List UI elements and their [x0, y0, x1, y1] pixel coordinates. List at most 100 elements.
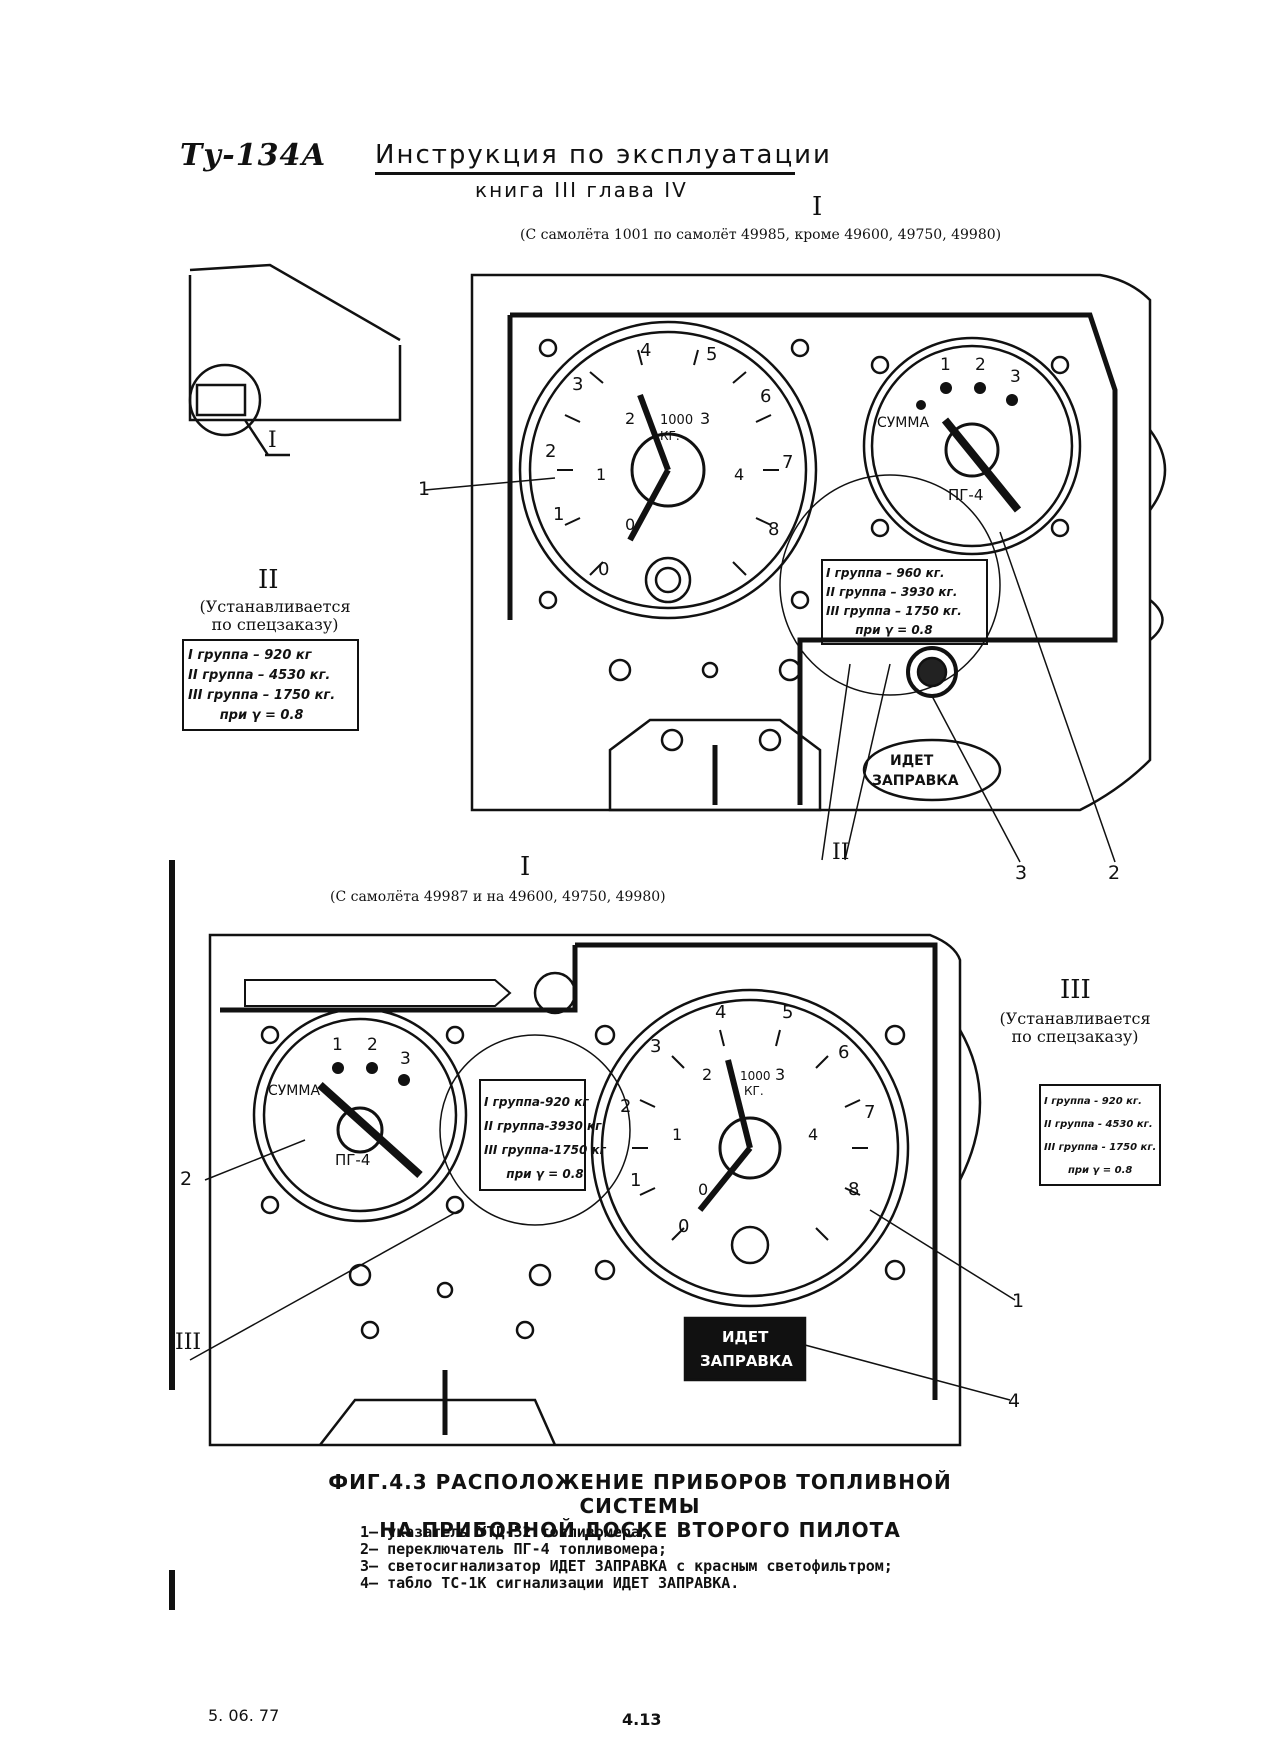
windshield-outline	[189, 263, 401, 342]
plate-line: при γ = 0.8	[855, 623, 933, 637]
legend-item: 4– табло ТС-1К сигнализации ИДЕТ ЗАПРАВК…	[360, 1574, 740, 1592]
option-iii-plate: I группа - 920 кг. II группа - 4530 кг. …	[1044, 1090, 1156, 1182]
svg-text:7: 7	[864, 1102, 875, 1123]
plate-line: II группа – 4530 кг.	[188, 668, 331, 683]
option-iii-note: (Устанавливается по спецзаказу)	[990, 1010, 1160, 1046]
bottom-tablo-line2: ЗАПРАВКА	[700, 1352, 793, 1370]
bottom-tablo-line1: ИДЕТ	[722, 1328, 769, 1346]
plate-line: II группа-3930 кг	[484, 1119, 602, 1133]
document-logo: Ту-134А	[180, 138, 327, 173]
svg-text:СУММА: СУММА	[268, 1083, 320, 1099]
plate-line: I группа – 960 кг.	[826, 566, 945, 580]
bottom-switch-bezel	[252, 1007, 468, 1223]
top-view-roman: I	[812, 192, 823, 222]
svg-text:3: 3	[400, 1049, 411, 1069]
document-subtitle: книга III глава IV	[475, 178, 688, 202]
svg-text:7: 7	[782, 452, 793, 473]
inset-circle-top	[188, 363, 262, 437]
svg-text:0: 0	[598, 559, 609, 580]
svg-text:0: 0	[678, 1216, 689, 1237]
svg-text:8: 8	[768, 519, 779, 540]
svg-text:5: 5	[706, 344, 717, 365]
svg-text:4: 4	[715, 1002, 726, 1023]
bottom-view-roman: I	[520, 852, 531, 882]
svg-text:6: 6	[760, 386, 771, 407]
option-iii-roman: III	[1060, 975, 1091, 1005]
svg-text:2: 2	[975, 355, 986, 375]
callout-1-bottom: 1	[1012, 1290, 1025, 1312]
top-fuel-gauge-bezel	[518, 320, 818, 620]
top-tablo-line2: ЗАПРАВКА	[872, 773, 959, 789]
plate-line: III группа – 1750 кг.	[188, 688, 336, 703]
bottom-fuel-gauge-bezel	[590, 988, 910, 1308]
legend-item: 3– светосигнализатор ИДЕТ ЗАПРАВКА с кра…	[360, 1557, 893, 1575]
top-panel-outline	[470, 273, 1152, 812]
callout-2-bottom: 2	[180, 1168, 193, 1190]
svg-text:8: 8	[848, 1179, 859, 1200]
note-line: (Устанавливается	[999, 1009, 1151, 1028]
top-tablo-oval	[862, 738, 1002, 802]
caption-line: ФИГ.4.3 РАСПОЛОЖЕНИЕ ПРИБОРОВ ТОПЛИВНОЙ …	[328, 1470, 952, 1518]
svg-text:1: 1	[332, 1035, 343, 1055]
bottom-gauge-inner-scale: 012 34	[672, 1065, 818, 1199]
callout-ii-top: II	[832, 840, 850, 865]
top-gauge-center-top: 1000	[660, 413, 693, 428]
plate-line: I группа - 920 кг.	[1044, 1096, 1142, 1107]
option-ii-plate: I группа – 920 кг II группа – 4530 кг. I…	[188, 646, 335, 726]
svg-text:1: 1	[553, 504, 564, 525]
svg-text:4: 4	[808, 1125, 818, 1144]
svg-text:2: 2	[367, 1035, 378, 1055]
svg-text:1: 1	[596, 465, 606, 484]
svg-text:2: 2	[545, 441, 556, 462]
legend-item: 1– указатель УТД-52 топливомера;	[360, 1523, 649, 1541]
page-number: 4.13	[622, 1710, 662, 1729]
document-title: Инструкция по эксплуатации	[375, 140, 832, 170]
bottom-view-note: (С самолёта 49987 и на 49600, 49750, 499…	[330, 889, 666, 905]
bottom-switch-positions: 1 2 3	[332, 1035, 411, 1069]
plate-line: при γ = 0.8	[1067, 1165, 1133, 1176]
footer-date: 5. 06. 77	[208, 1706, 280, 1725]
bottom-panel-outline	[208, 933, 962, 1447]
svg-text:2: 2	[620, 1096, 631, 1117]
svg-text:2: 2	[702, 1065, 712, 1084]
bottom-gauge-outer-scale: 0 1 2 3 4 5 6 7 8	[620, 1002, 875, 1237]
caption-line: НА ПРИБОРНОЙ ДОСКЕ ВТОРОГО ПИЛОТА	[379, 1518, 901, 1542]
plate-line: I группа-920 кг	[484, 1095, 589, 1109]
svg-text:3: 3	[650, 1036, 661, 1057]
plate-line: I группа – 920 кг	[188, 648, 312, 663]
svg-text:ПГ-4: ПГ-4	[335, 1151, 370, 1169]
svg-text:3: 3	[700, 409, 710, 428]
callout-2-top: 2	[1108, 862, 1121, 884]
svg-text:6: 6	[838, 1042, 849, 1063]
note-line: по спецзаказу)	[211, 615, 339, 634]
top-gauge-inner-scale: 012 34	[596, 409, 744, 534]
top-tablo-line1: ИДЕТ	[890, 753, 934, 769]
plate-line: III группа – 1750 кг.	[826, 604, 962, 618]
plate-line: при γ = 0.8	[506, 1167, 584, 1181]
inset-label-top: I	[268, 428, 277, 453]
svg-text:1000: 1000	[740, 1069, 771, 1083]
svg-text:1: 1	[630, 1170, 641, 1191]
bottom-capacity-plate: I группа-920 кг II группа-3930 кг III гр…	[484, 1090, 606, 1186]
top-capacity-plate: I группа – 960 кг. II группа – 3930 кг. …	[826, 564, 962, 640]
svg-text:1: 1	[672, 1125, 682, 1144]
svg-text:0: 0	[698, 1180, 708, 1199]
svg-text:0: 0	[625, 515, 635, 534]
plate-line: II группа – 3930 кг.	[826, 585, 958, 599]
svg-text:2: 2	[625, 409, 635, 428]
note-line: по спецзаказу)	[1011, 1027, 1139, 1046]
option-ii-roman: II	[258, 565, 279, 595]
top-view-note: (С самолёта 1001 по самолёт 49985, кроме…	[520, 227, 1002, 243]
callout-1-top: 1	[418, 478, 431, 500]
option-ii-note: (Устанавливается по спецзаказу)	[190, 598, 360, 634]
top-switch-bezel	[862, 336, 1082, 556]
svg-text:3: 3	[572, 374, 583, 395]
svg-text:1: 1	[940, 355, 951, 375]
callout-3-top: 3	[1015, 862, 1028, 884]
svg-text:5: 5	[782, 1002, 793, 1023]
plate-line: II группа - 4530 кг.	[1044, 1119, 1153, 1130]
top-switch-model: ПГ-4	[948, 486, 983, 504]
